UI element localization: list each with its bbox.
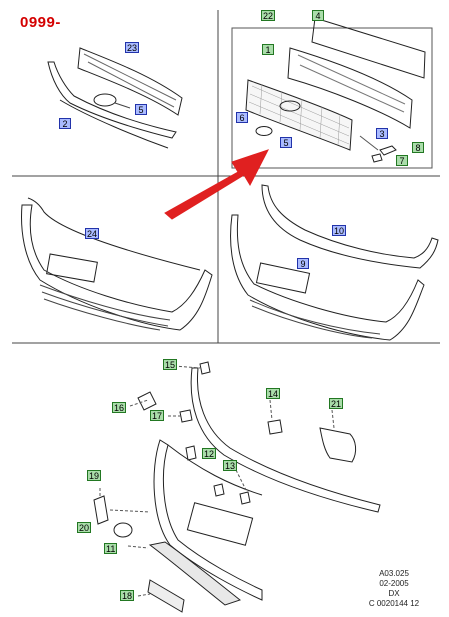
callout-6[interactable]: 6: [236, 112, 248, 123]
drawing-ref: A03.025: [379, 569, 409, 578]
callout-12[interactable]: 12: [202, 448, 217, 459]
callout-5-left[interactable]: 5: [135, 104, 147, 115]
callout-4[interactable]: 4: [312, 10, 324, 21]
grille-assembly-left: [47, 47, 183, 149]
callout-2[interactable]: 2: [59, 118, 71, 129]
license-plate-area-lower: [186, 502, 254, 546]
callout-22[interactable]: 22: [261, 10, 276, 21]
bumper-shell-24: [21, 204, 213, 331]
callout-7[interactable]: 7: [396, 155, 408, 166]
callout-16[interactable]: 16: [112, 402, 127, 413]
cap-20: [113, 522, 133, 538]
screw-15: [199, 361, 211, 375]
model-code: 0999-: [20, 14, 61, 31]
callout-8[interactable]: 8: [412, 142, 424, 153]
front-bumper-right: [230, 184, 439, 341]
clip-8: [379, 145, 397, 156]
clip-7: [371, 153, 383, 163]
callout-11[interactable]: 11: [104, 543, 118, 554]
callout-5-right[interactable]: 5: [280, 137, 292, 148]
callout-17[interactable]: 17: [150, 410, 165, 421]
callout-10[interactable]: 10: [332, 225, 347, 236]
mesh-11: [148, 541, 242, 606]
grille-assembly-right: [231, 17, 433, 169]
callout-9[interactable]: 9: [297, 258, 309, 269]
cover-19: [93, 495, 109, 525]
drawing-date: 02-2005: [379, 579, 409, 588]
callout-21[interactable]: 21: [329, 398, 344, 409]
callout-14[interactable]: 14: [266, 388, 281, 399]
ford-emblem-6: [255, 126, 273, 136]
bolt-13a: [213, 483, 225, 497]
callout-19[interactable]: 19: [87, 470, 102, 481]
front-bumper-left: [21, 197, 213, 331]
ford-emblem-left: [93, 93, 117, 107]
strip-18: [147, 579, 185, 613]
bumper-reinforcement: [190, 367, 381, 513]
assembly-group-box: [231, 27, 433, 169]
grille-housing-1: [287, 47, 413, 129]
callout-13[interactable]: 13: [223, 460, 238, 471]
bolt-12: [185, 445, 197, 461]
license-plate-area-right: [255, 262, 311, 294]
bumper-shell-9: [230, 214, 425, 341]
cover-panel-4: [311, 17, 426, 79]
mesh-pattern: [248, 83, 350, 146]
callout-3[interactable]: 3: [376, 128, 388, 139]
license-plate-area-left: [46, 253, 98, 283]
bolt-13b: [239, 491, 251, 505]
clip-17: [179, 409, 193, 423]
callout-20[interactable]: 20: [77, 522, 92, 533]
tow-hook-cover-21: [319, 427, 357, 463]
callout-15[interactable]: 15: [163, 359, 178, 370]
drawing-metadata: A03.025 02-2005 DX C 0020144 12: [359, 569, 429, 609]
callout-1[interactable]: 1: [262, 44, 274, 55]
clip-16: [137, 391, 157, 411]
nut-14: [267, 419, 283, 435]
panel-dividers: [12, 10, 440, 344]
callout-18[interactable]: 18: [120, 590, 135, 601]
callout-24[interactable]: 24: [85, 228, 100, 239]
bumper-cover-10: [261, 184, 439, 269]
callout-23[interactable]: 23: [125, 42, 140, 53]
drawing-model: DX: [388, 589, 400, 598]
grille-frame-23: [77, 47, 183, 116]
drawing-code: C 0020144 12: [368, 599, 420, 608]
red-arrow-pointer: [164, 149, 270, 220]
ford-emblem-on-mesh: [279, 100, 301, 112]
grille-strip-2: [47, 61, 177, 139]
bumper-exploded-lower: [93, 361, 381, 613]
assembly-guide-lines: [99, 365, 335, 597]
bumper-shell-lower: [153, 439, 263, 601]
